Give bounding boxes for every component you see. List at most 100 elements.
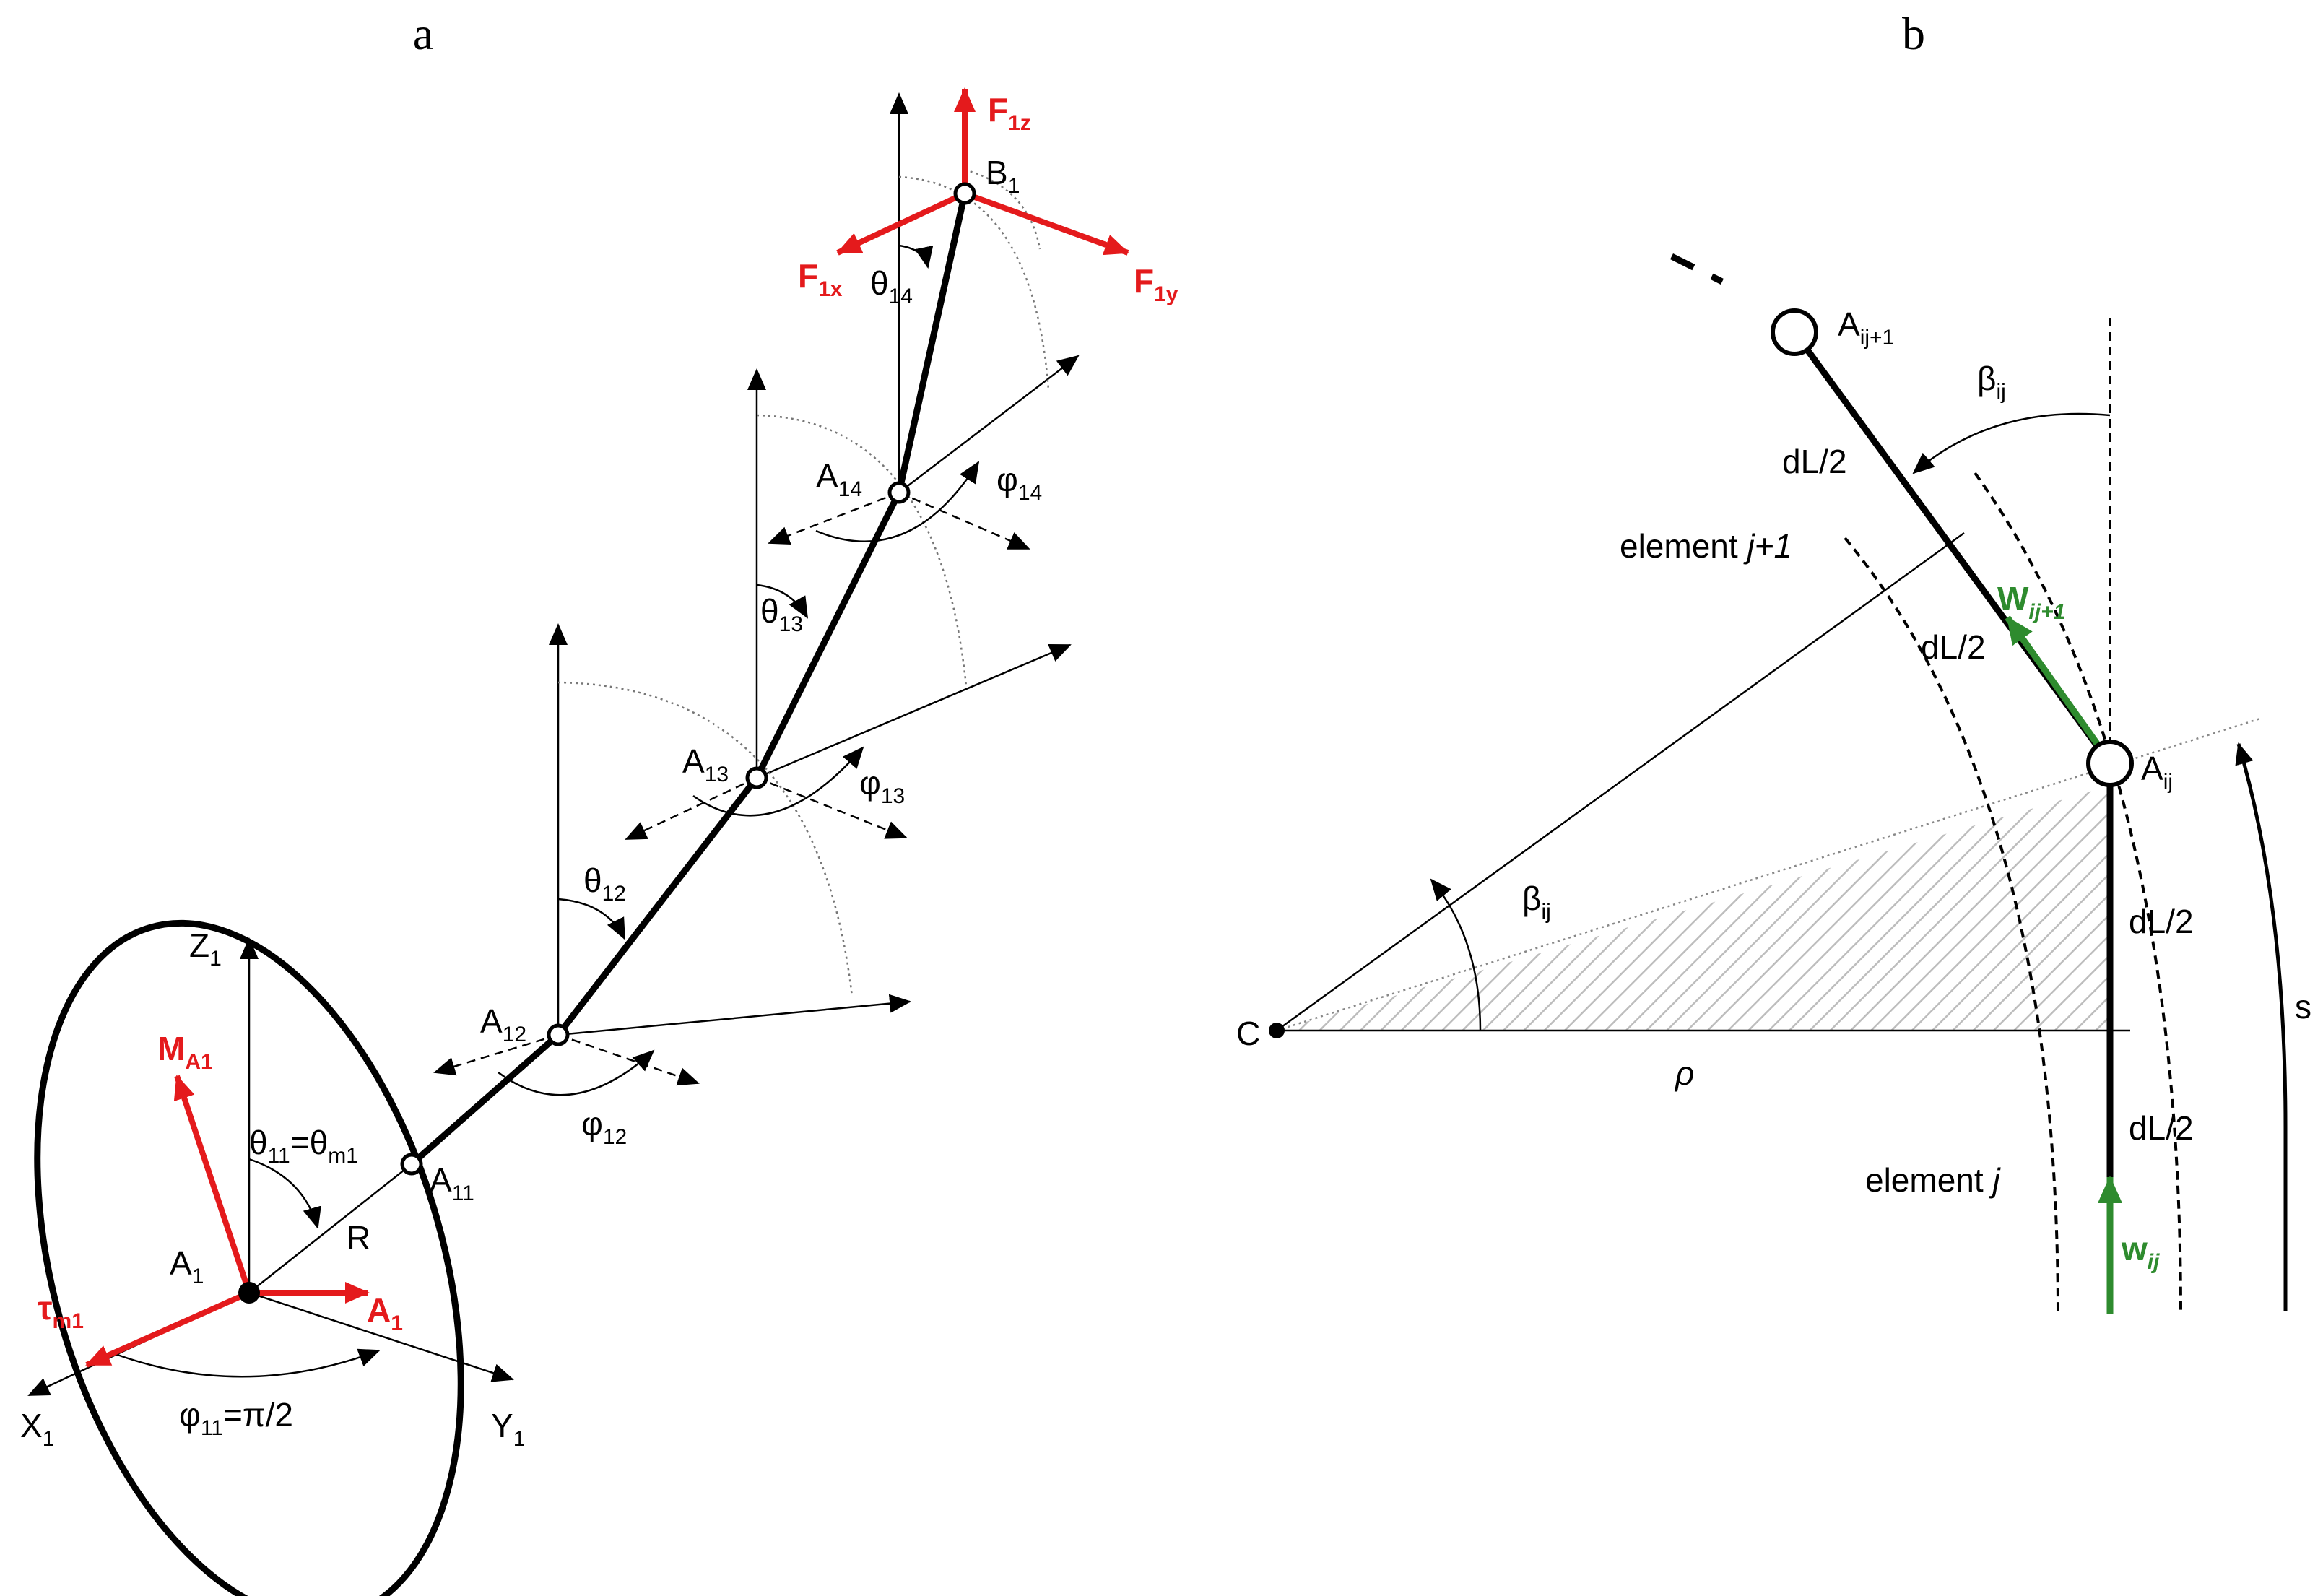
- phi12-label: φ12: [581, 1105, 627, 1149]
- f1z-label: F1z: [988, 91, 1031, 135]
- panel-b: b C: [1236, 8, 2311, 1315]
- node-a13: [745, 766, 768, 789]
- w-ij-label: wij: [2121, 1230, 2160, 1274]
- a1-label: A1: [170, 1244, 204, 1288]
- s-label: s: [2295, 988, 2311, 1025]
- tangent-axis-a14: [898, 355, 1080, 493]
- aij-label: Aij: [2141, 750, 2173, 794]
- half-length-label: dL/2: [1921, 628, 1986, 666]
- rho-label: ρ: [1674, 1054, 1694, 1092]
- hatched-sector: [1277, 786, 2110, 1031]
- dashed-section-axes: [433, 491, 1030, 1086]
- radial-line-j: [1276, 717, 2261, 1032]
- phi11-arc: [115, 1348, 381, 1378]
- center-point: [1269, 1023, 1285, 1038]
- y1-label: Y1: [491, 1407, 525, 1451]
- local-frames: [549, 92, 1080, 1036]
- section-axis: [756, 776, 908, 839]
- theta12-arc: [557, 898, 626, 940]
- theta14-label: θ14: [870, 264, 913, 308]
- section-axis: [557, 1033, 700, 1086]
- base-loads: [85, 1075, 370, 1368]
- section-axis: [768, 491, 900, 545]
- dotted-arc-b1: [964, 168, 1041, 250]
- a13-label: A13: [682, 742, 729, 786]
- f1x-label: F1x: [798, 257, 843, 301]
- beta-top-label: βij: [1977, 360, 2006, 404]
- inner-dashed-arc: [1844, 537, 2059, 1315]
- node-a12: [547, 1023, 570, 1046]
- phi14-label: φ14: [996, 461, 1042, 505]
- panel-b-guides: [1276, 318, 2288, 1315]
- node-b1: [953, 182, 976, 205]
- panel-b-letter: b: [1902, 8, 1925, 59]
- panel-b-labels: C ρ s Aij+1 Aij βij βij dL/2 dL/2 dL/2 d…: [1236, 305, 2311, 1274]
- torque-arrow: [85, 1290, 251, 1368]
- anchor-force-label: A1: [367, 1291, 403, 1335]
- z1-label: Z1: [189, 927, 222, 971]
- moment-arrow: [173, 1075, 252, 1294]
- panel-a-labels: Z1 X1 Y1 A1 R θ11=θm1 φ11=π/2 MA1 A1 τm1…: [20, 91, 1178, 1451]
- section-axis: [433, 1033, 559, 1076]
- beta-center-label: βij: [1522, 880, 1551, 924]
- panel-a: a: [20, 8, 1178, 1596]
- radius-line: [248, 1163, 412, 1293]
- tangent-axis-a12: [557, 994, 911, 1036]
- node-aij1: [1771, 308, 1818, 356]
- a14-label: A14: [816, 457, 862, 501]
- tip-loads: [836, 87, 1129, 256]
- section-axis: [898, 491, 1030, 550]
- theta12-label: θ12: [583, 862, 626, 906]
- w-ij1-arrow: [2005, 615, 2108, 757]
- half-length-label: dL/2: [2129, 1109, 2194, 1147]
- beta-top-arc: [1912, 412, 2111, 474]
- theta13-arc: [756, 584, 809, 619]
- rod-nodes: [400, 182, 976, 1176]
- phi13-arc: [692, 746, 864, 817]
- beta-center-arc: [1430, 878, 1482, 1031]
- aij1-label: Aij+1: [1838, 305, 1894, 350]
- y1-axis: [248, 1291, 514, 1382]
- theta11-arc: [248, 1158, 321, 1229]
- element-j1-label: element j+1: [1620, 527, 1792, 565]
- node-aij: [2086, 740, 2134, 787]
- outer-dashed-arc: [1974, 472, 2182, 1315]
- theta14-arc: [898, 244, 934, 269]
- f1y-arrow: [963, 191, 1129, 256]
- a12-label: A12: [480, 1002, 526, 1046]
- dotted-arcs: [557, 168, 1050, 997]
- angle-arcs: [498, 244, 980, 1096]
- radial-line-j1: [1276, 532, 1965, 1032]
- half-length-label: dL/2: [2129, 903, 2194, 940]
- f1x-arrow: [836, 191, 966, 256]
- element-j-label: element j: [1865, 1161, 2001, 1199]
- phi11-label: φ11=π/2: [179, 1396, 293, 1440]
- node-a14: [887, 481, 911, 504]
- node-a11: [400, 1153, 423, 1176]
- center-label: C: [1236, 1015, 1260, 1052]
- tangent-axis-a13: [756, 643, 1072, 779]
- dotted-arc-a13: [756, 414, 968, 687]
- weight-arrows: [2005, 615, 2122, 1314]
- theta11-label: θ11=θm1: [249, 1124, 358, 1168]
- half-length-label: dL/2: [1782, 443, 1847, 480]
- f1y-label: F1y: [1134, 262, 1178, 306]
- x1-label: X1: [20, 1407, 54, 1451]
- a11-label: A11: [430, 1161, 474, 1205]
- moment-label: MA1: [157, 1030, 213, 1074]
- base-center-node: [238, 1282, 260, 1304]
- w-ij1-label: Wij+1: [1997, 580, 2065, 624]
- phi12-arc: [498, 1049, 655, 1096]
- base-ellipse: [34, 919, 464, 1596]
- phi14-arc: [815, 461, 980, 542]
- section-axis: [625, 776, 757, 841]
- torque-label: τm1: [38, 1289, 84, 1333]
- b1-label: B1: [986, 154, 1020, 198]
- s-arc-arrow: [2235, 742, 2288, 1311]
- rod-continuation-dash: [1669, 253, 1724, 285]
- dotted-arc-a14: [898, 175, 1050, 391]
- radius-label: R: [347, 1219, 370, 1257]
- panel-a-letter: a: [413, 8, 433, 59]
- phi13-label: φ13: [859, 764, 905, 808]
